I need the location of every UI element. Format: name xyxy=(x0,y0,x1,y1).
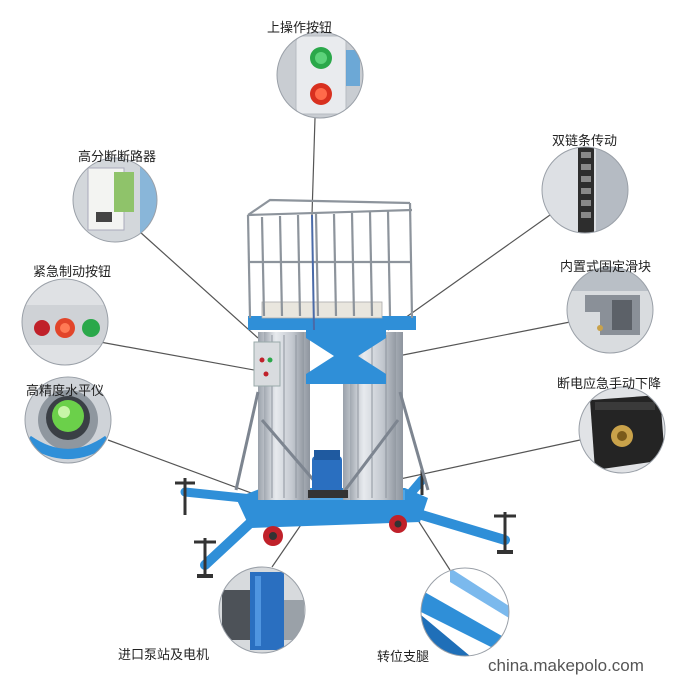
callout-line-emergency xyxy=(99,341,266,373)
label-chain: 双链条传动 xyxy=(552,134,618,149)
control-box-green-button xyxy=(267,357,273,363)
pump-base xyxy=(308,490,348,498)
control-box-red-button xyxy=(259,357,265,363)
inset-slider xyxy=(566,266,654,354)
jack-pad xyxy=(497,550,513,554)
inset-breaker xyxy=(72,157,158,243)
cross-bracket xyxy=(306,328,386,384)
watermark: china.makepolo.com xyxy=(488,656,644,675)
label-manual-descent: 断电应急手动下降 xyxy=(557,377,662,392)
label-top-button: 上操作按钮 xyxy=(267,21,333,36)
label-leg: 转位支腿 xyxy=(377,650,430,665)
inset-pump xyxy=(218,566,306,654)
callout-line-top-button xyxy=(311,117,316,216)
control-box-stop-button xyxy=(263,371,269,377)
inset-chain xyxy=(541,146,629,234)
platform-toe-board xyxy=(261,301,383,319)
wheels xyxy=(263,515,407,546)
label-slider: 内置式固定滑块 xyxy=(560,260,652,275)
inset-emergency-stop xyxy=(21,278,109,366)
lift-machine xyxy=(175,198,516,578)
pump-cap xyxy=(314,450,340,460)
label-pump: 进口泵站及电机 xyxy=(118,648,210,663)
chain xyxy=(311,214,315,331)
callout-line-breaker xyxy=(139,231,259,339)
inset-leg xyxy=(420,567,510,657)
inset-top-button xyxy=(276,31,364,119)
pump-motor xyxy=(312,456,342,494)
callout-line-chain xyxy=(387,214,551,331)
jack-pad xyxy=(197,574,213,578)
inset-manual-descent xyxy=(578,386,666,474)
control-box xyxy=(253,341,281,387)
platform-floor xyxy=(248,316,416,330)
label-level: 高精度水平仪 xyxy=(26,384,105,399)
guardrail xyxy=(246,198,414,319)
inset-level xyxy=(24,376,112,464)
label-emergency-stop: 紧急制动按钮 xyxy=(33,265,112,280)
leg-jacks xyxy=(175,470,516,576)
label-breaker: 高分断断路器 xyxy=(78,150,157,165)
callout-line-slider xyxy=(397,321,571,357)
